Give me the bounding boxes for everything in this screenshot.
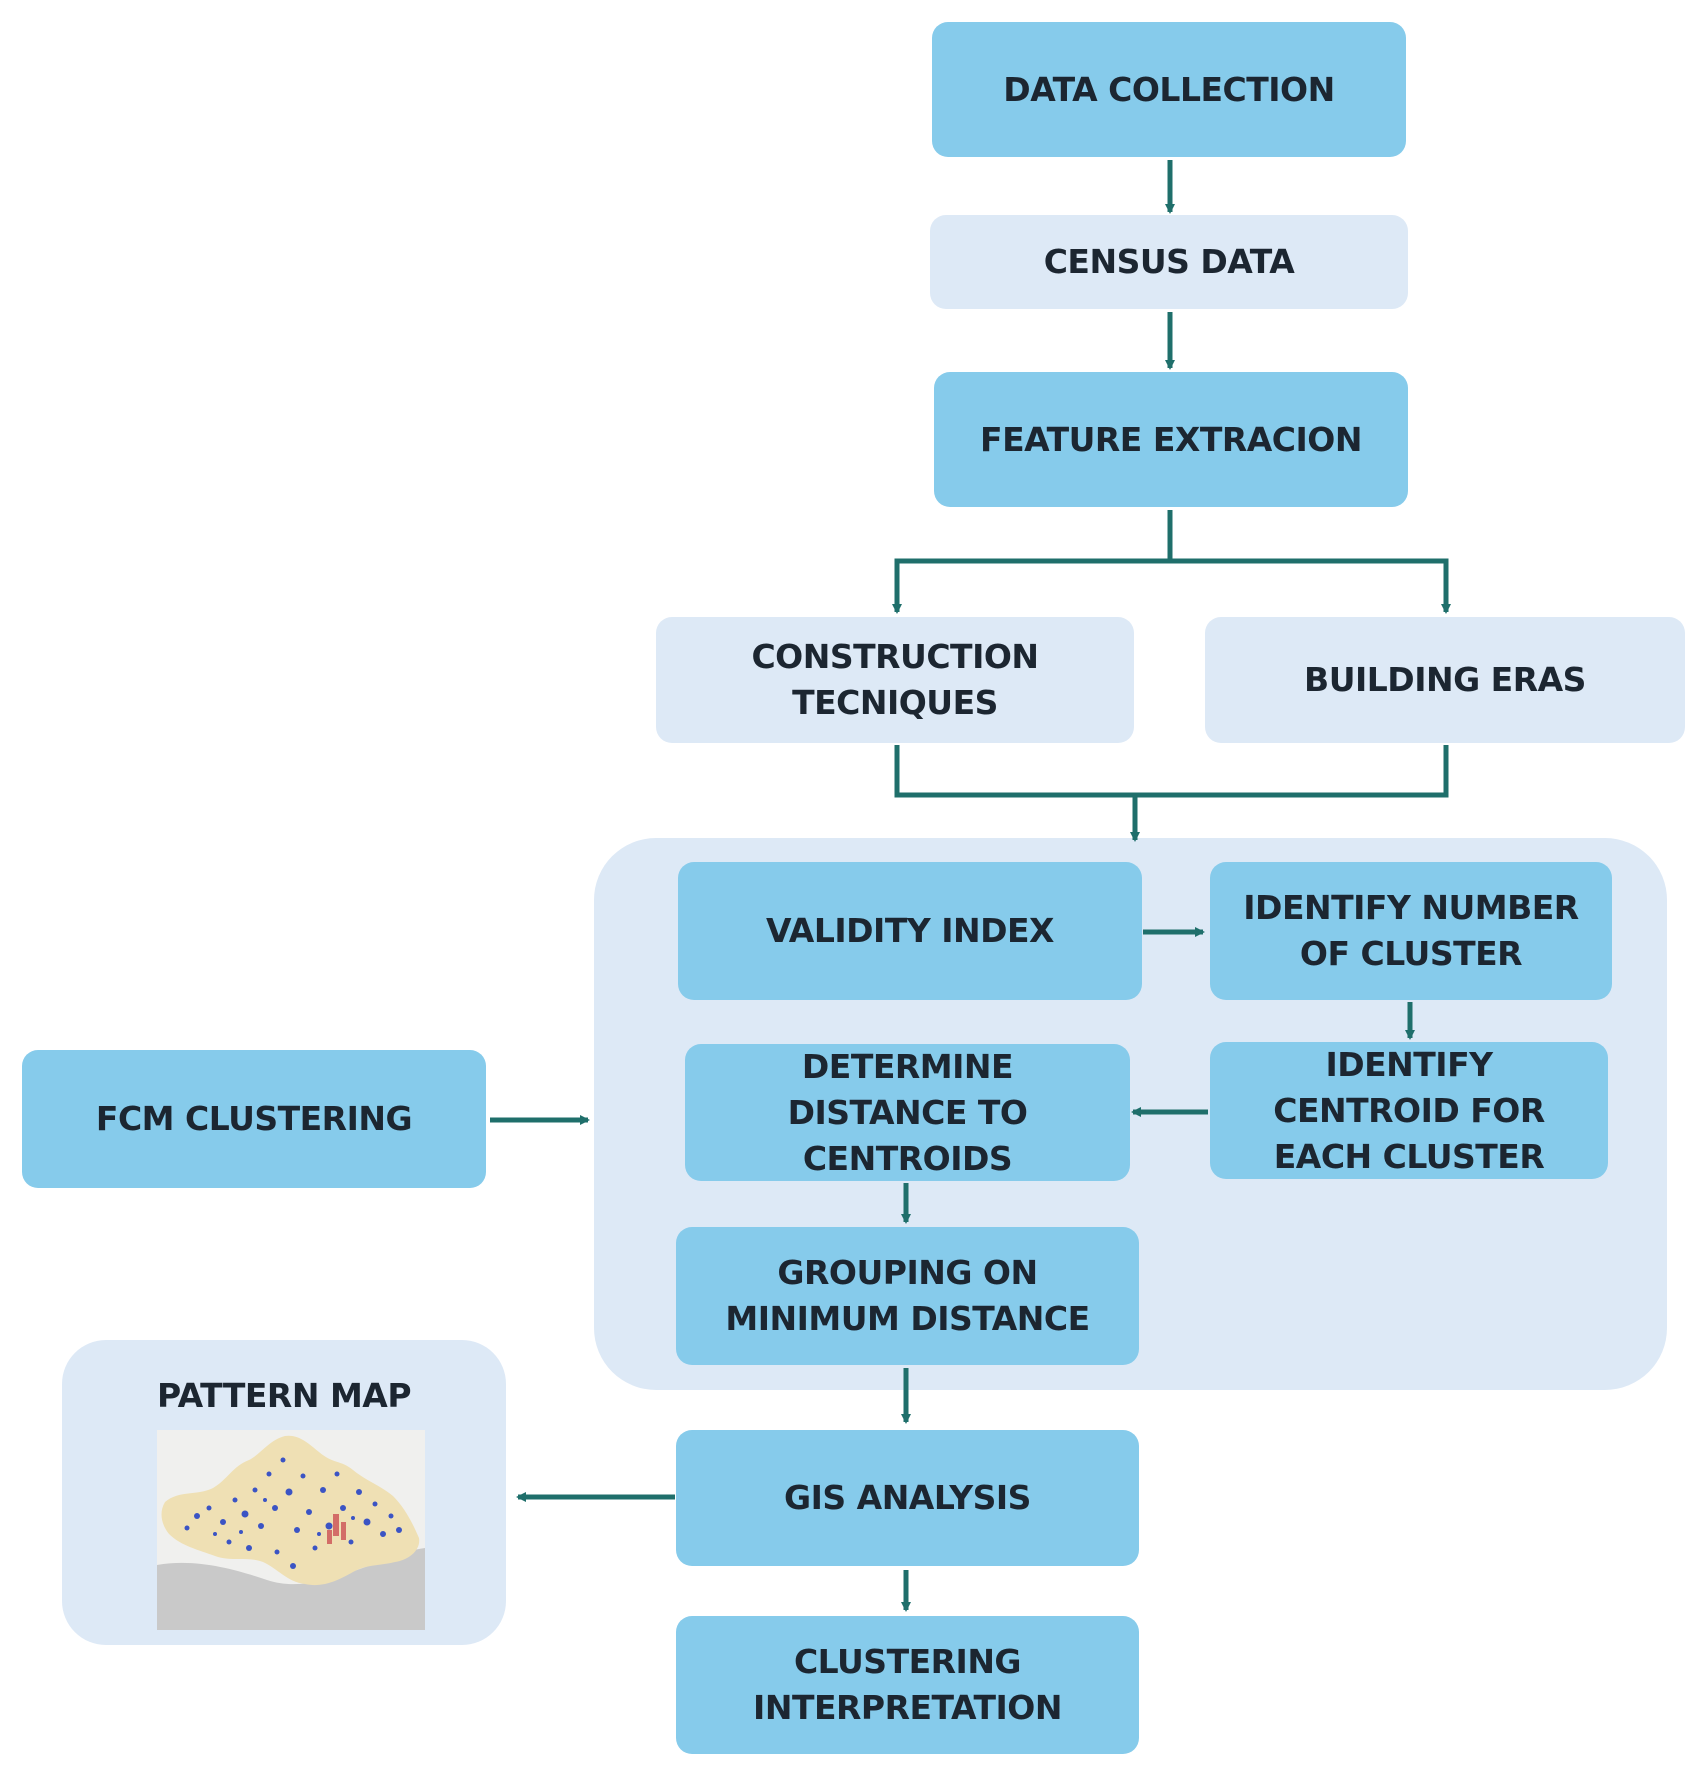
node-grouping-min-distance: GROUPING ON MINIMUM DISTANCE	[676, 1227, 1139, 1365]
node-validity-index: VALIDITY INDEX	[678, 862, 1142, 1000]
map-sea	[157, 1548, 425, 1630]
node-building-eras: BUILDING ERAS	[1205, 617, 1685, 743]
node-determine-distance: DETERMINE DISTANCE TO CENTROIDS	[685, 1044, 1130, 1181]
node-identify-centroid: IDENTIFY CENTROID FOR EACH CLUSTER	[1210, 1042, 1608, 1179]
node-clustering-interpretation: CLUSTERING INTERPRETATION	[676, 1616, 1139, 1754]
map-land	[161, 1435, 420, 1586]
pattern-map-title: PATTERN MAP	[156, 1376, 412, 1415]
pattern-map-image	[157, 1430, 425, 1630]
edge-feature-construction	[892, 510, 1173, 614]
node-gis-analysis: GIS ANALYSIS	[676, 1430, 1139, 1566]
edge-feature-building-eras	[1170, 558, 1451, 614]
node-construction-techniques: CONSTRUCTION TECNIQUES	[656, 617, 1134, 743]
node-census-data: CENSUS DATA	[930, 215, 1408, 309]
node-data-collection: DATA COLLECTION	[932, 22, 1406, 157]
node-fcm-clustering: FCM CLUSTERING	[22, 1050, 486, 1188]
node-identify-number-of-cluster: IDENTIFY NUMBER OF CLUSTER	[1210, 862, 1612, 1000]
edge-construction-merge	[894, 745, 1449, 798]
node-feature-extraction: FEATURE EXTRACION	[934, 372, 1408, 507]
